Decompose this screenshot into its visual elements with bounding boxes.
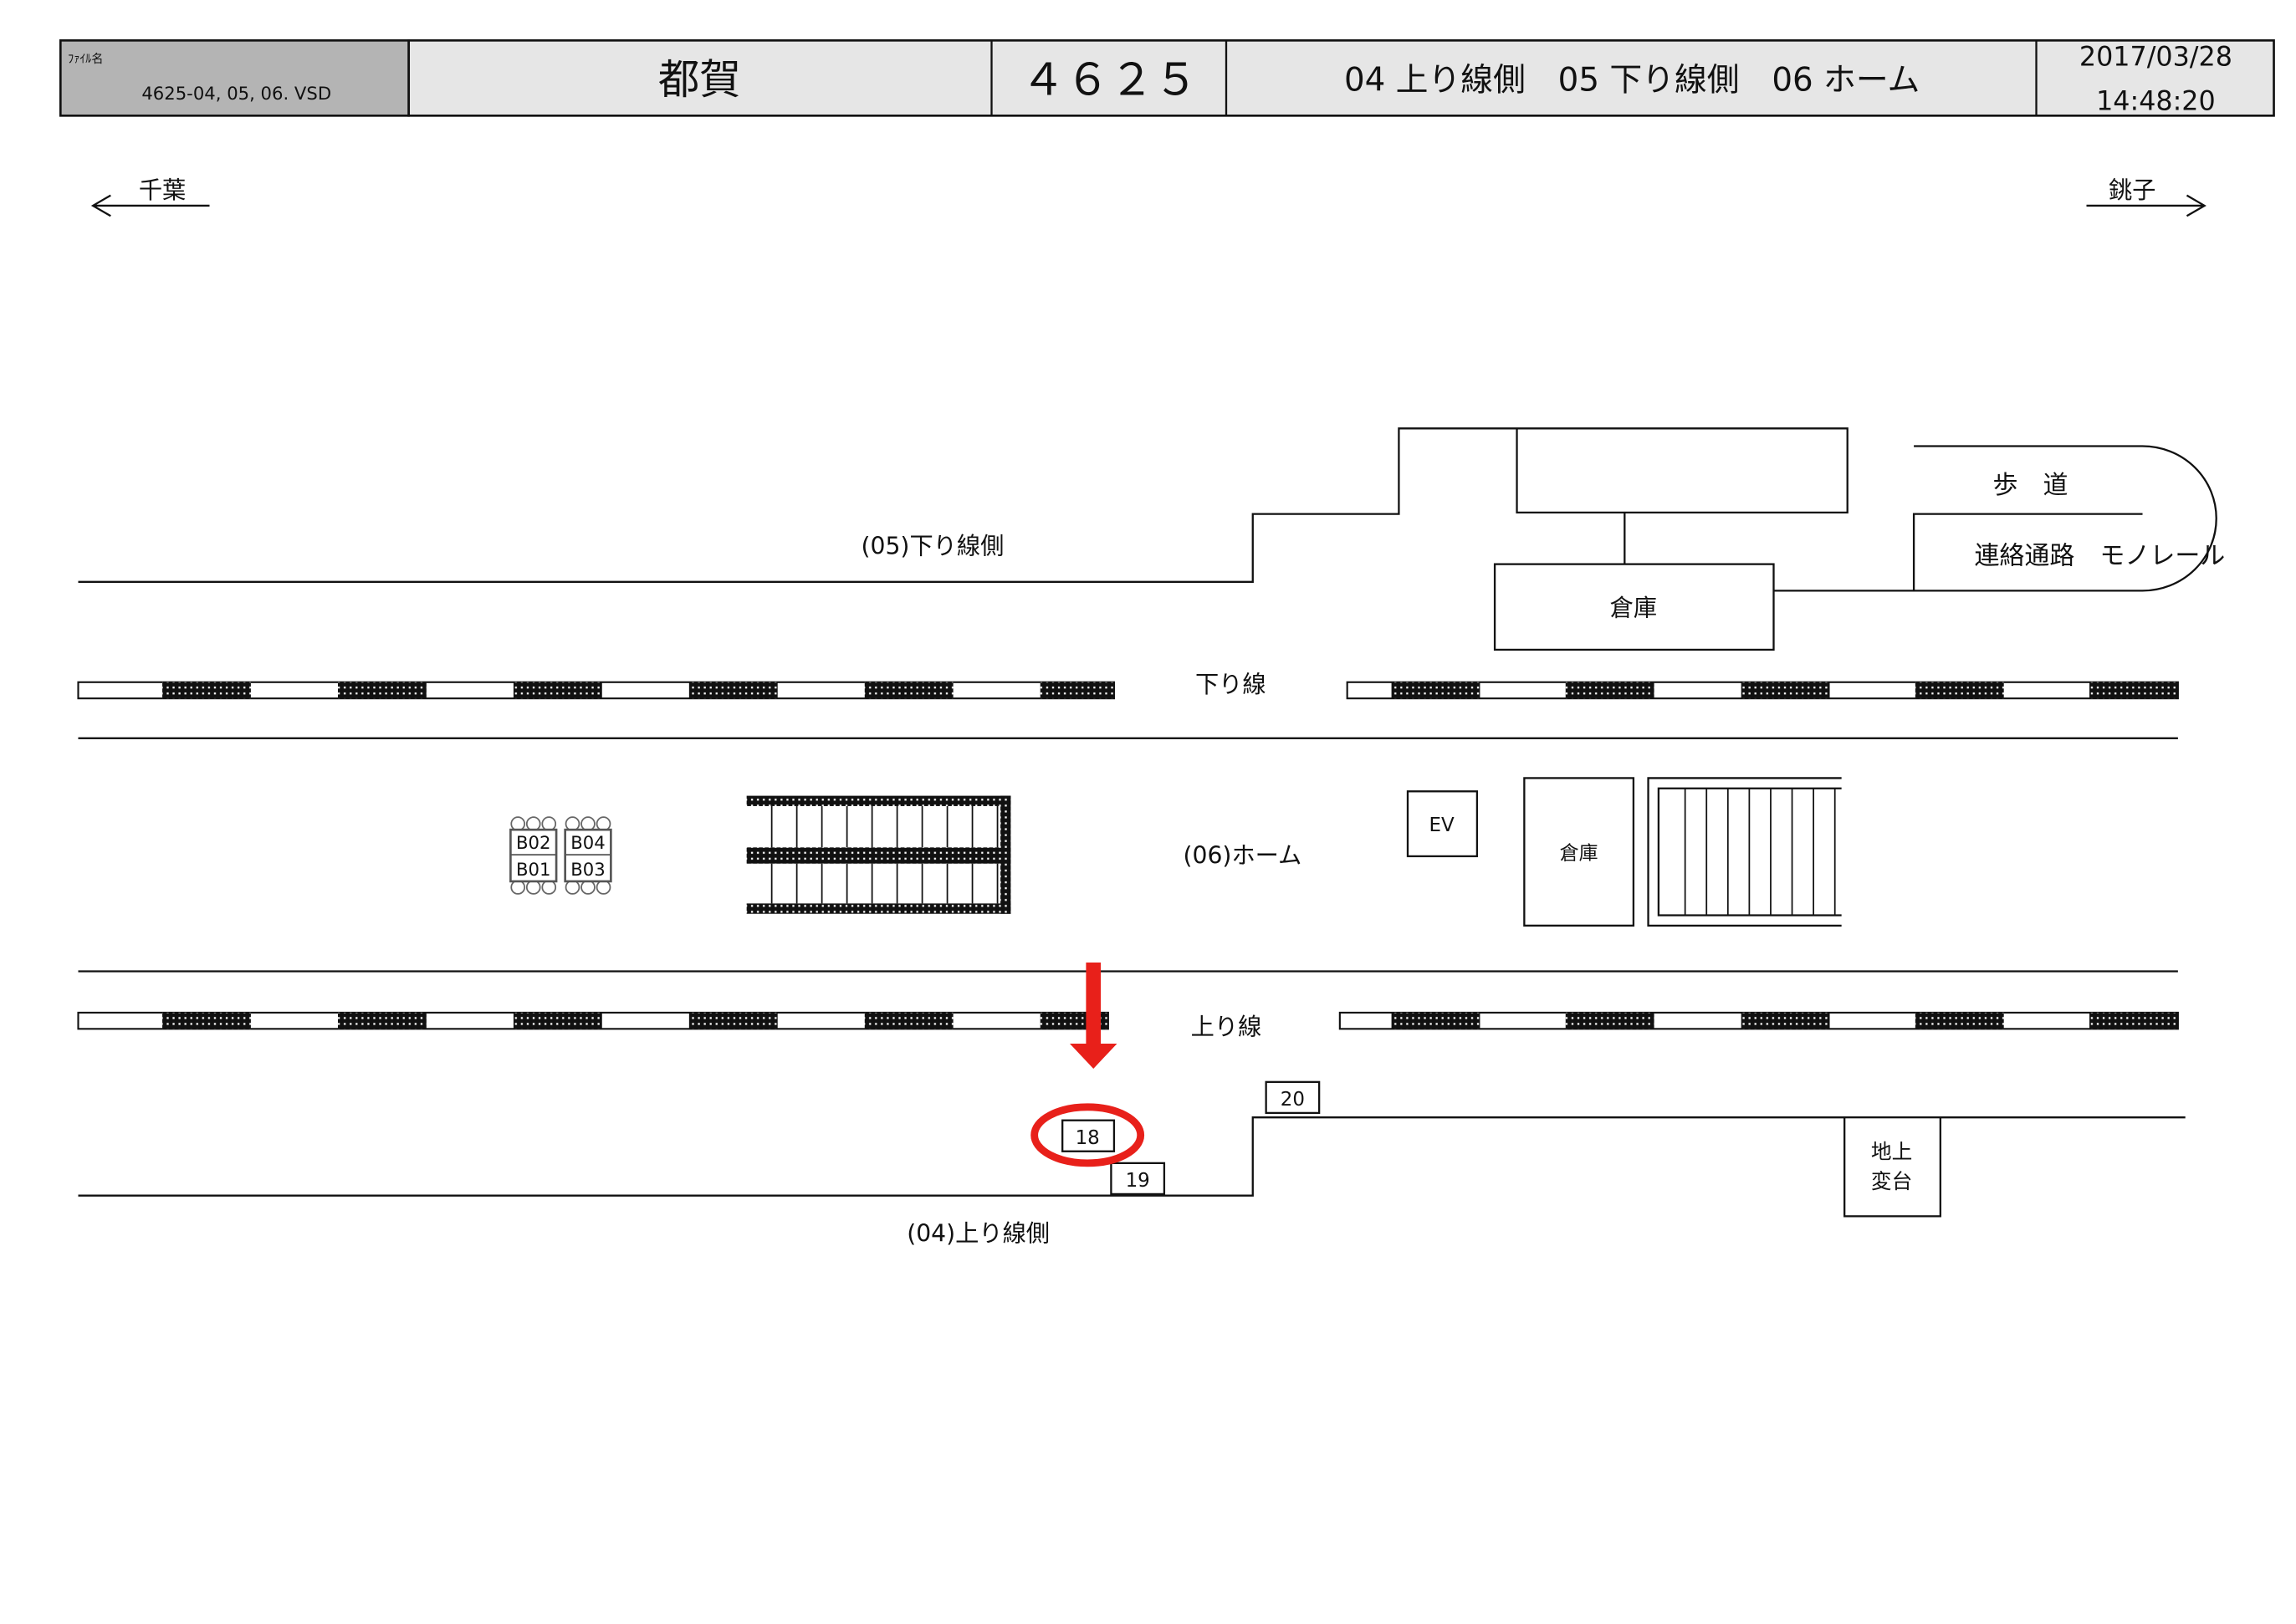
bench-label: B04 bbox=[570, 832, 605, 853]
sign-18[interactable]: 18 bbox=[1061, 1119, 1116, 1152]
file-name: 4625-04, 05, 06. VSD bbox=[141, 83, 331, 104]
bench-label: B03 bbox=[570, 859, 605, 880]
direction-left-label: 千葉 bbox=[139, 176, 186, 204]
date: 2017/03/28 bbox=[2079, 42, 2232, 72]
sleeper-block bbox=[864, 1012, 954, 1029]
direction-left: 千葉 bbox=[90, 176, 210, 217]
up-track-left bbox=[77, 1011, 1109, 1030]
platform-label: (06)ホーム bbox=[1184, 842, 1302, 870]
warehouse-top-label: 倉庫 bbox=[1610, 594, 1657, 621]
tracks bbox=[77, 681, 2179, 1030]
up-side-label: (04)上り線側 bbox=[907, 1219, 1050, 1247]
sleeper-block bbox=[1391, 682, 1480, 699]
direction-right: 銚子 bbox=[2086, 176, 2207, 217]
sleeper-block bbox=[1915, 1012, 2004, 1029]
sleeper-block bbox=[162, 682, 251, 699]
elevator bbox=[1406, 790, 1479, 858]
sign-20[interactable]: 20 bbox=[1265, 1080, 1321, 1115]
sleeper-block bbox=[337, 1012, 427, 1029]
up-track-right bbox=[1338, 1011, 2179, 1030]
sleeper-block bbox=[1741, 682, 1830, 699]
station-code: ４６２５ bbox=[1021, 55, 1199, 106]
file-label: ﾌｧｲﾙ名 bbox=[68, 53, 103, 66]
sign-20-label: 20 bbox=[1281, 1089, 1305, 1111]
monorail-label: 連絡通路 モノレール bbox=[1974, 542, 2225, 571]
warehouse-top bbox=[1493, 563, 1775, 651]
arrow-right-icon bbox=[2086, 194, 2207, 217]
sleeper-block bbox=[513, 682, 602, 699]
up-track-label: 上り線 bbox=[1191, 1013, 1262, 1040]
sleeper-block bbox=[1391, 1012, 1480, 1029]
sleeper-block bbox=[1741, 1012, 1830, 1029]
escalator bbox=[1647, 777, 1842, 927]
station-name: 都賀 bbox=[658, 55, 741, 104]
bench-label: B01 bbox=[516, 859, 550, 880]
sleeper-block bbox=[1915, 682, 2004, 699]
down-track-left bbox=[77, 681, 1115, 700]
sleeper-block bbox=[513, 1012, 602, 1029]
ground-transformer-label-2: 変台 bbox=[1871, 1169, 1912, 1193]
header-bar: ﾌｧｲﾙ名 4625-04, 05, 06. VSD 都賀 ４６２５ 04 上り… bbox=[59, 39, 2275, 117]
sleeper-block bbox=[688, 682, 778, 699]
arrow-left-icon bbox=[90, 194, 210, 217]
highlight-circle bbox=[1030, 1103, 1145, 1167]
ground-transformer-label-1: 地上 bbox=[1871, 1140, 1912, 1164]
sleeper-block bbox=[1565, 682, 1654, 699]
sleeper-block bbox=[864, 682, 954, 699]
sign-18-label: 18 bbox=[1076, 1127, 1100, 1149]
down-track-right bbox=[1346, 681, 2179, 700]
ground-transformer bbox=[1843, 1116, 1941, 1218]
warehouse-platform bbox=[1523, 777, 1635, 927]
sidewalk-label: 歩 道 bbox=[1992, 471, 2068, 500]
sleeper-block bbox=[1565, 1012, 1654, 1029]
sleeper-block bbox=[688, 1012, 778, 1029]
sleeper-block bbox=[1040, 682, 1114, 699]
direction-right-label: 銚子 bbox=[2109, 176, 2155, 204]
sleeper-block bbox=[2089, 1012, 2178, 1029]
down-track-label: 下り線 bbox=[1195, 671, 1266, 698]
stairs bbox=[746, 795, 1011, 914]
sleeper-block bbox=[2089, 682, 2178, 699]
warehouse-platform-label: 倉庫 bbox=[1560, 842, 1598, 864]
elevator-label: EV bbox=[1429, 815, 1454, 836]
highlight-arrow-icon bbox=[1070, 962, 1117, 1069]
sign-19[interactable]: 19 bbox=[1110, 1162, 1166, 1196]
time: 14:48:20 bbox=[2096, 86, 2216, 116]
area-list: 04 上り線側 05 下り線側 06 ホーム bbox=[1344, 61, 1920, 99]
sign-19-label: 19 bbox=[1126, 1170, 1150, 1192]
sleeper-block bbox=[162, 1012, 251, 1029]
bench-label: B02 bbox=[516, 832, 550, 853]
sleeper-block bbox=[337, 682, 427, 699]
down-side-label: (05)下り線側 bbox=[862, 532, 1005, 559]
